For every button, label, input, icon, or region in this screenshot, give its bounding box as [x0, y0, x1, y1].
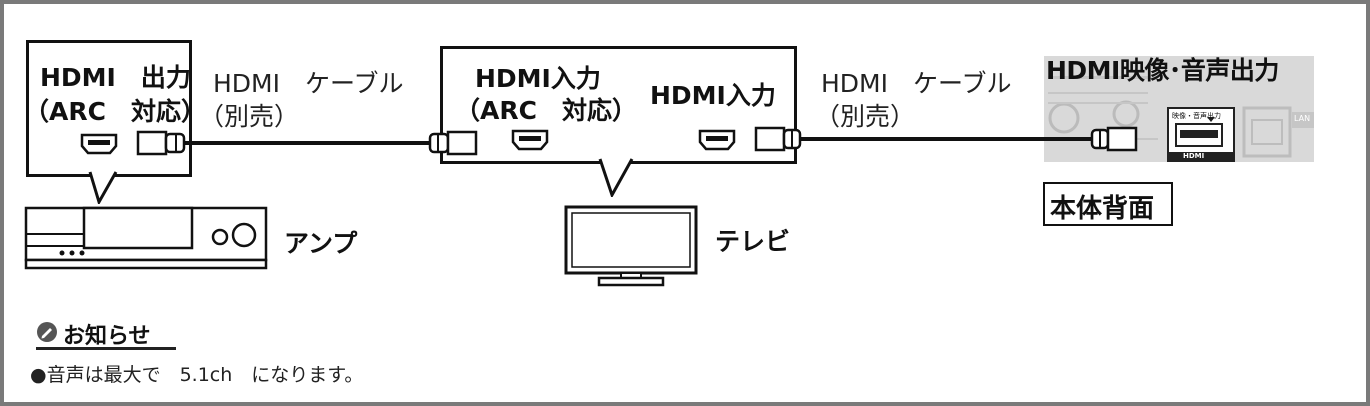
hdmi-port-icon	[80, 133, 118, 155]
rear-view-label-box	[1043, 182, 1173, 226]
amp-callout-pointer	[88, 171, 118, 204]
tv-callout-pointer	[598, 158, 634, 197]
notice-item: ●音声は最大で 5.1ch になります。	[30, 364, 364, 386]
panel-hdmi-small-label: HDMI	[1183, 152, 1205, 160]
amp-label: アンプ	[284, 229, 358, 258]
amp-icon	[24, 206, 268, 270]
notice-underline	[36, 347, 176, 350]
panel-lan-small-label: LAN	[1294, 114, 1311, 123]
hdmi-port-icon	[511, 129, 549, 151]
amp-hdmi-output-line2: （ARC 対応）	[24, 97, 206, 126]
left-cable-label-line1: HDMI ケーブル	[213, 69, 404, 98]
left-cable-label-line2: （別売）	[199, 102, 300, 131]
rear-view-label: 本体背面	[1050, 194, 1155, 224]
notice-title: お知らせ	[63, 324, 151, 349]
tv-label: テレビ	[715, 227, 791, 256]
hdmi-cable-left	[136, 130, 478, 156]
tv-hdmi-input: HDMI入力	[650, 81, 776, 110]
recorder-hdmi-av-output: HDMI映像･音声出力	[1046, 56, 1279, 85]
tv-hdmi-arc-input-line2: （ARC 対応）	[455, 96, 637, 125]
hdmi-port-icon	[698, 129, 736, 151]
right-cable-label-line2: （別売）	[815, 102, 916, 131]
tv-icon	[564, 205, 698, 287]
pencil-icon	[37, 322, 57, 342]
hdmi-cable-right	[754, 126, 1138, 152]
tv-hdmi-arc-input-line1: HDMI入力	[475, 64, 601, 93]
right-cable-label-line1: HDMI ケーブル	[821, 69, 1012, 98]
panel-av-output-small-label: 映像・音声出力	[1172, 112, 1221, 120]
amp-hdmi-output-line1: HDMI 出力	[40, 63, 191, 92]
